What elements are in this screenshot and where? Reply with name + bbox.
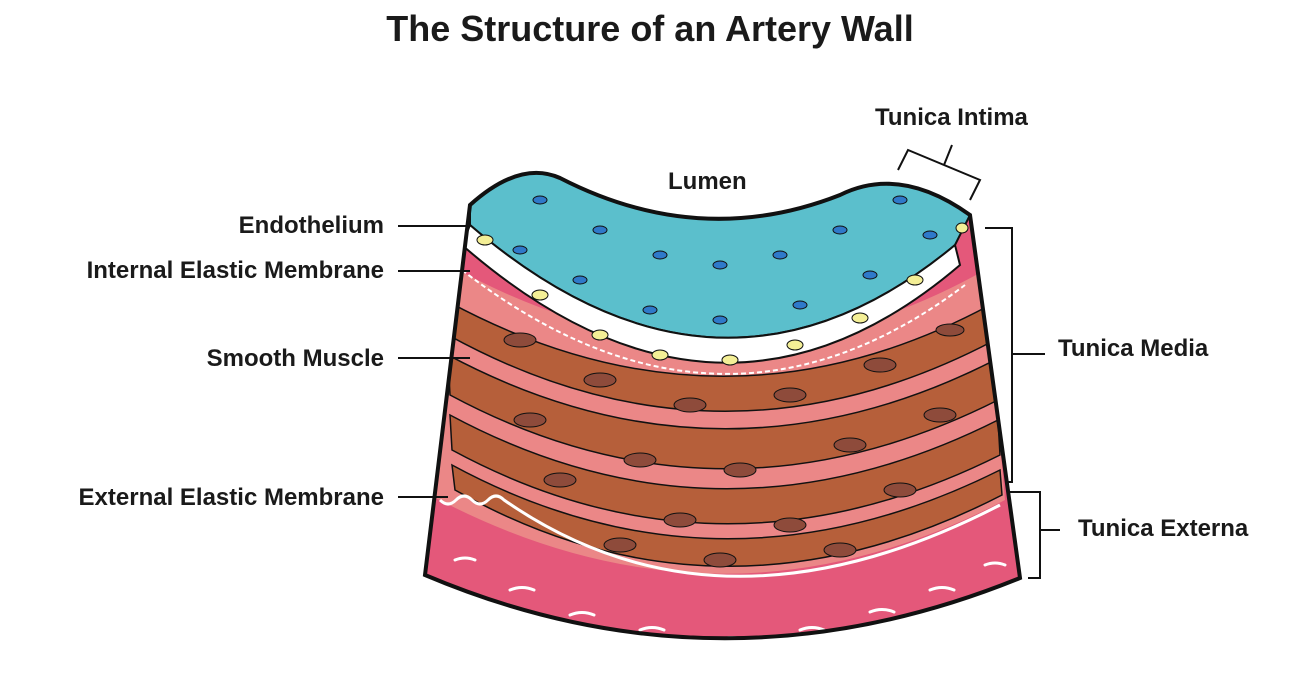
tunica-media-bracket (985, 227, 1045, 483)
endothelial-nuclei (512, 195, 938, 325)
artery-wall (425, 172, 1020, 639)
label-tunica-externa: Tunica Externa (1078, 515, 1249, 542)
label-tunica-media: Tunica Media (1058, 335, 1209, 362)
label-lumen: Lumen (668, 168, 747, 195)
external-elastic-membrane (438, 494, 1001, 578)
label-external-elastic-membrane: External Elastic Membrane (78, 484, 384, 511)
internal-elastic-membrane (460, 223, 962, 364)
tunica-externa-bracket (1010, 491, 1060, 579)
label-internal-elastic-membrane: Internal Elastic Membrane (86, 257, 384, 284)
internal-elastic-wave (461, 269, 966, 375)
label-endothelium: Endothelium (238, 212, 384, 239)
tunica-intima-bracket (897, 144, 982, 201)
brackets (897, 144, 1060, 579)
muscle-nuclei (503, 323, 965, 568)
leader-lines (398, 225, 470, 498)
internal-membrane-cells (476, 222, 969, 366)
label-smooth-muscle: Smooth Muscle (206, 345, 384, 372)
diagram-title: The Structure of an Artery Wall (386, 8, 914, 49)
artery-outline (422, 170, 1023, 641)
label-tunica-intima: Tunica Intima (875, 104, 1028, 131)
